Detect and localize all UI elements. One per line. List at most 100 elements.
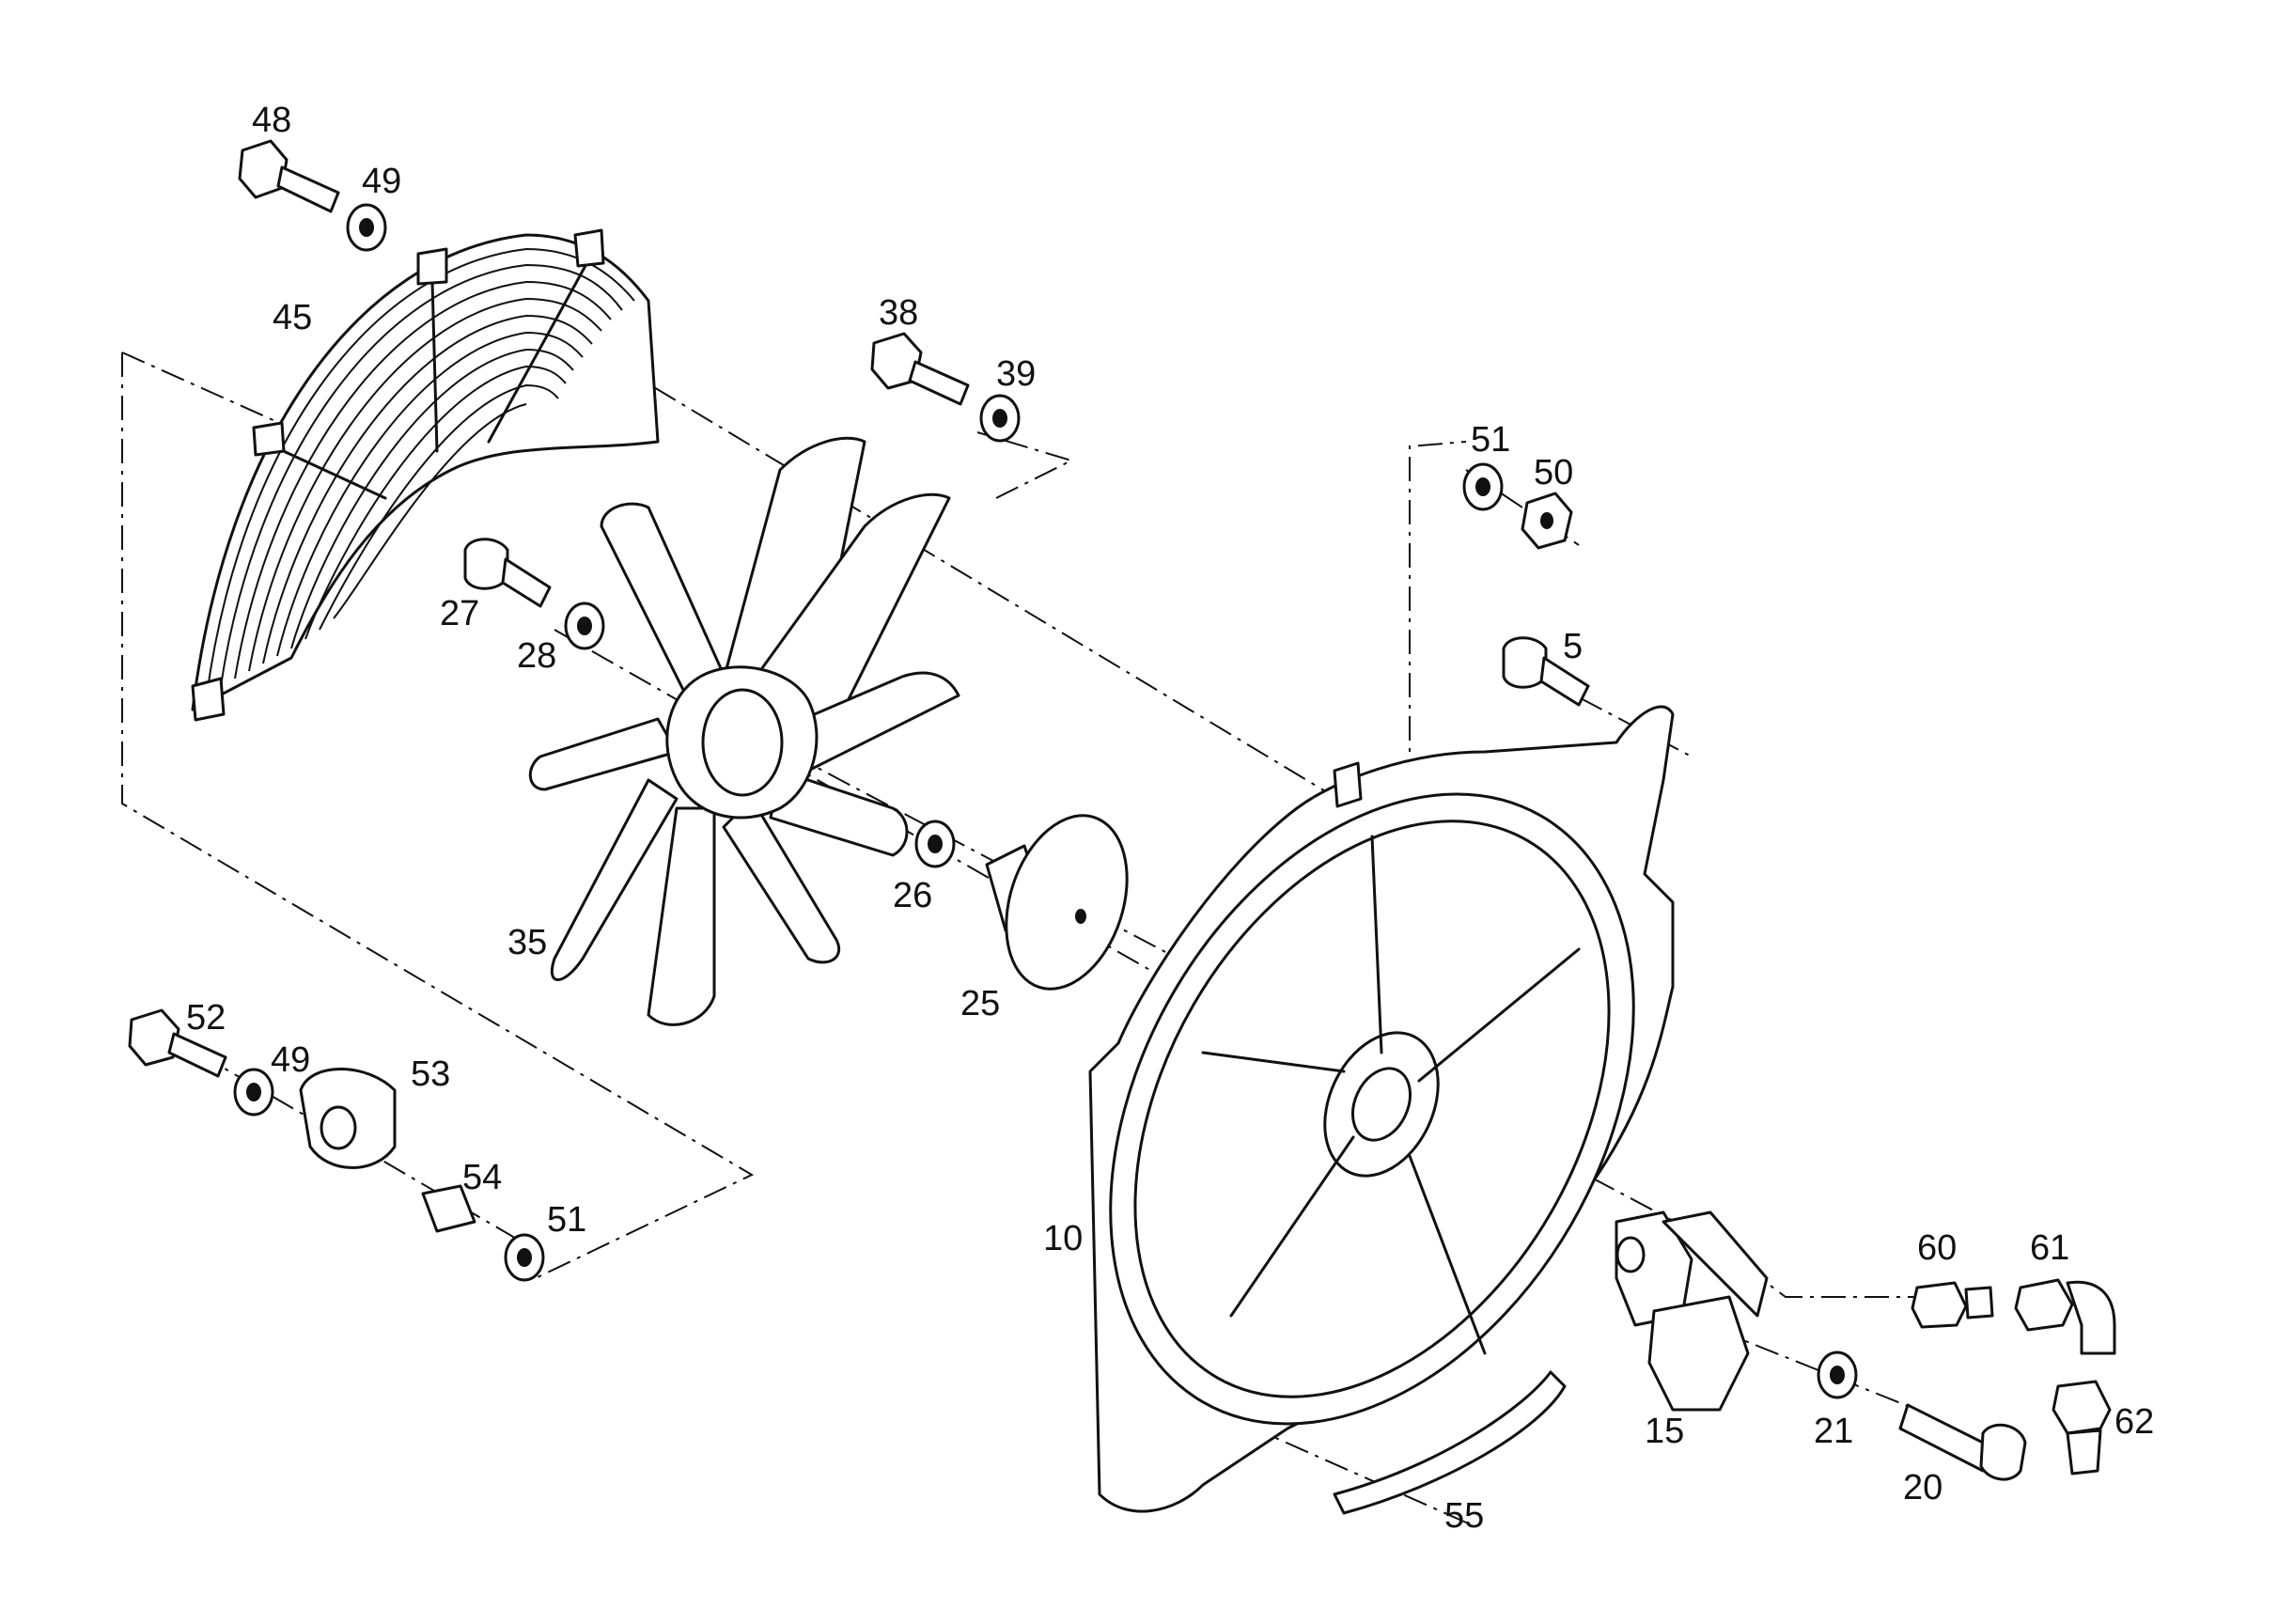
blade-9 bbox=[600, 502, 735, 716]
guard-tab-top bbox=[416, 247, 448, 286]
guard-ring-4 bbox=[248, 297, 602, 672]
callout-61: 61 bbox=[2030, 1228, 2069, 1268]
callout-62: 62 bbox=[2114, 1402, 2154, 1442]
fitting-62-stem bbox=[2066, 1429, 2102, 1476]
callout-labels: 48 49 45 38 39 51 50 27 28 5 26 35 25 52… bbox=[186, 101, 2154, 1536]
washer-39 bbox=[979, 394, 1021, 443]
shroud-spoke-4 bbox=[1408, 1154, 1487, 1355]
bolt-52-shank bbox=[167, 1032, 227, 1078]
callout-21: 21 bbox=[1814, 1412, 1853, 1451]
fan-hub-flange bbox=[1005, 814, 1129, 991]
line-nut-50 bbox=[1409, 441, 1467, 827]
blade-1 bbox=[712, 436, 866, 726]
callout-50: 50 bbox=[1534, 453, 1573, 492]
washer-39-hole bbox=[992, 409, 1007, 428]
callout-26: 26 bbox=[893, 876, 932, 915]
bolt-52 bbox=[128, 1008, 227, 1078]
shroud-ring-inner bbox=[1133, 820, 1611, 1398]
callout-27: 27 bbox=[440, 594, 479, 633]
fitting-60 bbox=[1911, 1281, 1994, 1329]
nut-50 bbox=[1521, 492, 1573, 550]
callout-45: 45 bbox=[273, 298, 312, 337]
washer-51-top bbox=[1462, 462, 1504, 511]
guard-ring-10 bbox=[333, 403, 527, 619]
blade-8 bbox=[528, 717, 679, 791]
callout-51-top: 51 bbox=[1471, 420, 1510, 460]
elbow-61-nut bbox=[2014, 1278, 2074, 1332]
washer-26-hole bbox=[928, 835, 943, 853]
callout-15: 15 bbox=[1645, 1412, 1684, 1451]
fitting-62 bbox=[2052, 1380, 2112, 1476]
washer-49-top-hole bbox=[359, 218, 374, 237]
blade-7 bbox=[550, 778, 679, 981]
washer-51-bottom-hole bbox=[517, 1248, 532, 1267]
bolt-48-head bbox=[238, 139, 289, 199]
spacer-54 bbox=[421, 1184, 476, 1233]
seal-strip bbox=[1333, 1370, 1567, 1515]
callout-55: 55 bbox=[1444, 1496, 1484, 1536]
guard-ring-3 bbox=[234, 280, 612, 679]
guard-ring-6 bbox=[276, 331, 584, 657]
fan-blade bbox=[528, 436, 960, 1026]
washer-49-top bbox=[346, 203, 387, 252]
fitting-60-body bbox=[1911, 1281, 1968, 1329]
callout-51-bottom: 51 bbox=[547, 1200, 586, 1240]
elbow-61 bbox=[2014, 1278, 2116, 1355]
fan-hub-bore bbox=[701, 688, 784, 797]
fan-drive-bracket bbox=[1615, 1210, 1769, 1412]
fan-hub-center bbox=[1075, 909, 1086, 924]
guard-tab-left bbox=[252, 421, 286, 457]
shroud-spoke-3 bbox=[1229, 1135, 1355, 1318]
bolt-5-head bbox=[1502, 636, 1548, 689]
blade-2 bbox=[741, 492, 951, 744]
line-guard-mount-bracket bbox=[121, 352, 755, 1279]
shroud-center-hub bbox=[1323, 1031, 1440, 1178]
callout-49-bottom: 49 bbox=[271, 1040, 310, 1080]
bolt-27-head bbox=[463, 538, 509, 590]
fan-shroud bbox=[1088, 705, 1675, 1513]
washer-51-top-hole bbox=[1475, 477, 1490, 496]
spacer-54-body bbox=[421, 1184, 476, 1233]
guard-strut-2 bbox=[487, 252, 594, 444]
guard-tab-bottom bbox=[191, 677, 226, 722]
bolt-48-shank bbox=[276, 165, 340, 213]
bracket-flange bbox=[1662, 1210, 1769, 1318]
shroud-spoke-5 bbox=[1417, 947, 1581, 1083]
bolt-5 bbox=[1502, 636, 1590, 707]
callout-39: 39 bbox=[996, 354, 1036, 394]
fitting-60-thread bbox=[1964, 1286, 1994, 1320]
bolt-20-shank bbox=[1898, 1403, 1994, 1473]
bolt-38 bbox=[870, 332, 970, 406]
bolt-27 bbox=[463, 538, 552, 608]
fan-hub bbox=[985, 814, 1129, 991]
washer-26 bbox=[914, 820, 956, 868]
line-bolt-38 bbox=[976, 431, 1074, 499]
clamp-53-hole bbox=[320, 1105, 357, 1150]
line-fitting-60 bbox=[1709, 1240, 1936, 1298]
callout-38: 38 bbox=[879, 293, 918, 333]
washer-21 bbox=[1817, 1351, 1858, 1399]
washer-21-hole bbox=[1830, 1366, 1845, 1384]
callout-49-top: 49 bbox=[362, 162, 401, 201]
washer-28-hole bbox=[577, 617, 592, 635]
washer-51-bottom bbox=[504, 1233, 545, 1282]
guard-ring-9 bbox=[319, 383, 559, 631]
callout-5: 5 bbox=[1563, 627, 1583, 666]
washer-49-bottom-hole bbox=[246, 1083, 261, 1101]
blade-6 bbox=[647, 806, 716, 1026]
bolt-20-head bbox=[1979, 1423, 2027, 1481]
blade-5 bbox=[722, 797, 841, 964]
callout-20: 20 bbox=[1903, 1468, 1943, 1507]
elbow-61-bend bbox=[2066, 1280, 2116, 1355]
callout-48: 48 bbox=[252, 101, 291, 140]
shroud-spoke-1 bbox=[1370, 835, 1383, 1054]
callout-60: 60 bbox=[1917, 1228, 1957, 1268]
bolt-38-shank bbox=[908, 360, 970, 406]
seal-strip-body bbox=[1333, 1370, 1567, 1515]
fan-guard bbox=[191, 228, 660, 722]
guard-tab-right bbox=[573, 228, 605, 268]
blade-4 bbox=[769, 769, 909, 857]
guard-body bbox=[191, 233, 660, 711]
callout-52: 52 bbox=[186, 998, 226, 1038]
callout-54: 54 bbox=[462, 1158, 502, 1197]
